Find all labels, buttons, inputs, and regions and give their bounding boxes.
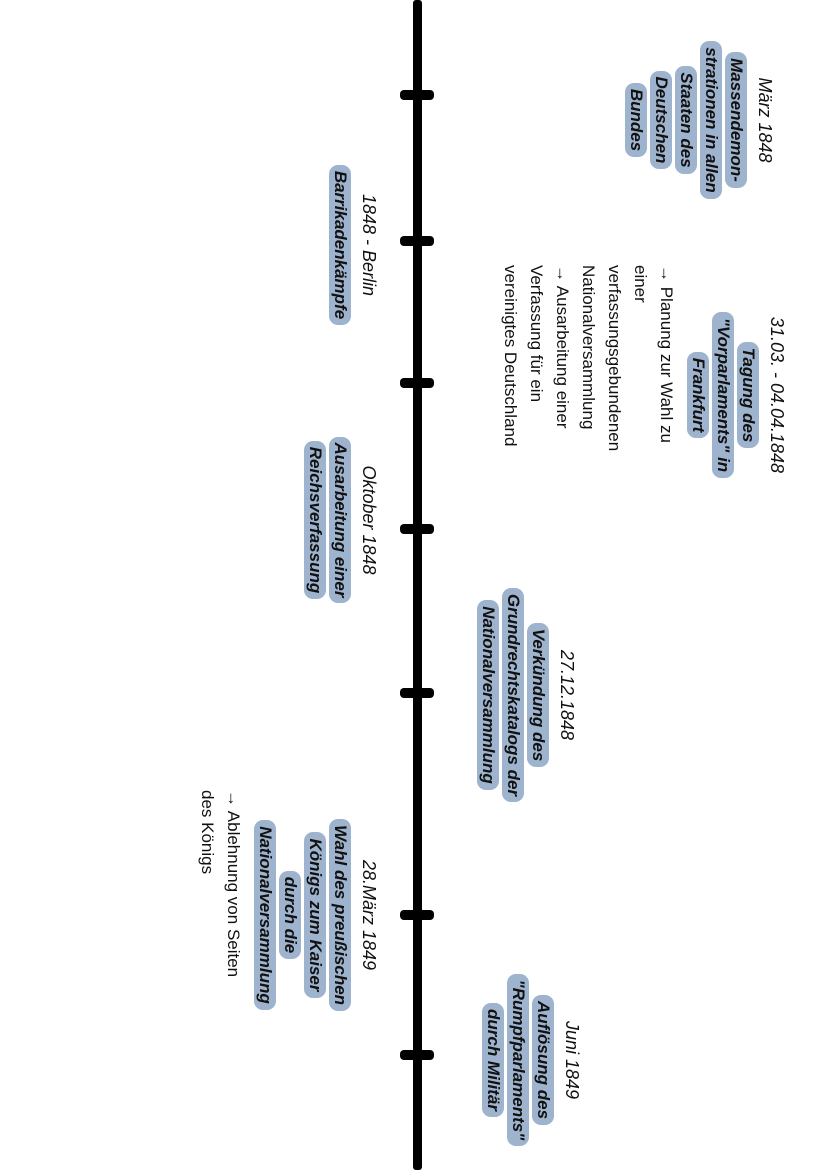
timeline-event-kaiserwahl: 28.März 1849 Wahl des preußischen Königs…	[194, 790, 380, 1040]
event-note-line: → Planung zur Wahl zu	[657, 265, 676, 443]
event-text-line: "Rumpfparlaments"	[507, 973, 529, 1147]
event-date: 1848 - Berlin	[359, 193, 379, 297]
event-text-line: Grundrechtskatalogs der	[502, 587, 524, 803]
timeline-event-reichsverfassung: Oktober 1848 Ausarbeitung einer Reichsve…	[302, 420, 380, 620]
timeline-event-maerz-1848: März 1848 Massendemon- strationen in all…	[623, 10, 776, 230]
event-text-line: Staaten des	[675, 66, 697, 174]
timeline-axis	[413, 0, 422, 1170]
event-note-line: verfassungsgebundenen	[605, 265, 624, 452]
timeline-tick	[400, 236, 434, 246]
event-note: → Planung zur Wahl zu einer verfassungsg…	[497, 265, 679, 525]
timeline-tick	[400, 378, 434, 388]
timeline-tick	[400, 1050, 434, 1060]
timeline-event-grundrechte: 27.12.1848 Verkündung des Grundrechtskat…	[475, 570, 578, 820]
timeline-tick	[400, 90, 434, 100]
event-text-line: Auflösung des	[532, 994, 554, 1126]
event-text-line: Ausarbeitung einer	[329, 436, 351, 604]
event-note-line: → Ausarbeitung einer	[553, 265, 572, 429]
event-text-line: Nationalversammlung	[477, 600, 499, 790]
event-text-line: Verkündung des	[527, 622, 549, 768]
event-text-line: Königs zum Kaiser	[304, 832, 326, 998]
event-date: Juni 1849	[562, 1020, 582, 1100]
event-text-line: durch die	[279, 870, 301, 960]
event-text-line: Massendemon-	[725, 52, 747, 188]
event-date: Oktober 1848	[359, 465, 379, 575]
event-note-line: einer	[631, 265, 650, 303]
timeline-tick	[400, 688, 434, 698]
event-text-line: Deutschen	[650, 70, 672, 170]
event-text-line: Frankfurt	[687, 351, 709, 439]
timeline-event-berlin: 1848 - Berlin Barrikadenkämpfe	[327, 140, 380, 350]
event-note: → Ablehnung von Seiten des Königs	[194, 790, 246, 1040]
timeline-tick	[400, 524, 434, 534]
event-date: 28.März 1849	[359, 859, 379, 971]
event-text-line: Reichsverfassung	[304, 440, 326, 600]
event-text-line: Tagung des	[737, 341, 759, 449]
event-text-line: Bundes	[625, 82, 647, 158]
event-date: März 1848	[755, 77, 775, 163]
timeline-event-rumpfparlament: Juni 1849 Auflösung des "Rumpfparlaments…	[480, 950, 583, 1170]
timeline-event-vorparlament: 31.03. - 04.04.1848 Tagung des "Vorparla…	[497, 265, 788, 525]
event-text-line: Wahl des preußischen	[329, 818, 351, 1012]
event-note-line: Verfassung für ein	[527, 265, 546, 403]
event-note-line: → Ablehnung von Seiten	[224, 790, 243, 978]
event-text-line: strationen in allen	[700, 41, 722, 199]
event-date: 27.12.1848	[557, 649, 577, 741]
event-note-line: Nationalversammlung	[579, 265, 598, 430]
timeline-tick	[400, 910, 434, 920]
event-text-line: "Vorparlaments" in	[712, 311, 734, 479]
event-text-line: durch Militär	[482, 1002, 504, 1117]
event-date: 31.03. - 04.04.1848	[767, 316, 787, 474]
event-note-line: des Königs	[198, 790, 217, 875]
event-text-line: Nationalversammlung	[254, 820, 276, 1010]
event-note-line: vereinigtes Deutschland	[501, 265, 520, 447]
event-text-line: Barrikadenkämpfe	[329, 164, 351, 326]
